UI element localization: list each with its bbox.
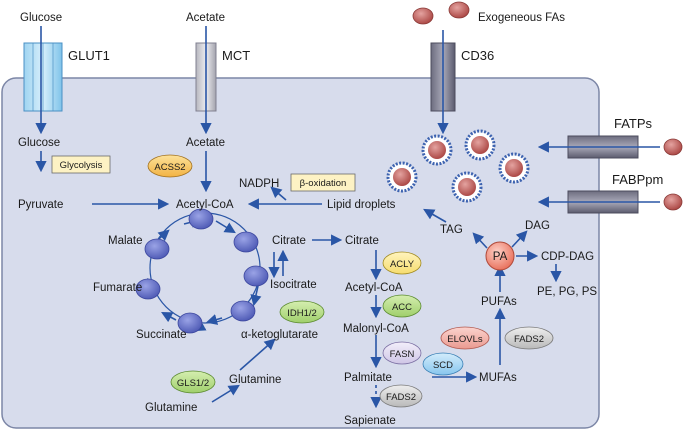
fa-molecule — [663, 138, 683, 156]
glutamine-label: Glutamine — [229, 374, 281, 386]
cd36-label: CD36 — [461, 48, 494, 63]
beta-oxidation-label: β-oxidation — [300, 178, 347, 189]
tca-node — [230, 300, 256, 322]
nadph-label: NADPH — [239, 178, 279, 190]
acetate-intracellular: Acetate — [186, 137, 225, 149]
acetyl-coa-label: Acetyl-CoA — [176, 199, 234, 211]
acc-enzyme: ACC — [382, 294, 422, 318]
fads2-top-label: FADS2 — [514, 334, 544, 345]
acc-label: ACC — [392, 302, 412, 313]
pe-pg-ps-label: PE, PG, PS — [537, 286, 597, 298]
beta-oxidation-box: β-oxidation — [290, 173, 356, 192]
alpha-kg-label: α-ketoglutarate — [241, 329, 318, 341]
palmitate-label: Palmitate — [344, 372, 392, 384]
pa-node: PA — [485, 241, 515, 271]
citrate-mito-label: Citrate — [272, 235, 306, 247]
sapienate-label: Sapienate — [344, 415, 396, 427]
lipid-droplet-cluster — [386, 129, 530, 203]
scd-label: SCD — [433, 360, 453, 371]
gls-label: GLS1/2 — [177, 378, 209, 389]
fa-molecule — [663, 193, 683, 211]
glucose-intracellular: Glucose — [18, 137, 60, 149]
tca-node — [144, 238, 170, 260]
acly-enzyme: ACLY — [382, 251, 422, 275]
idh-enzyme: IDH1/2 — [279, 300, 325, 324]
elovls-enzyme: ELOVLs — [440, 326, 490, 350]
fa-molecule — [448, 1, 470, 19]
malonyl-coa-label: Malonyl-CoA — [343, 323, 409, 335]
acss2-enzyme: ACSS2 — [147, 154, 193, 178]
acly-label: ACLY — [390, 259, 415, 270]
elovls-label: ELOVLs — [447, 334, 483, 345]
fads2-top-enzyme: FADS2 — [504, 326, 554, 350]
cdp-dag-label: CDP-DAG — [541, 251, 594, 263]
tca-node — [233, 231, 259, 253]
acetyl-coa-cyto-label: Acetyl-CoA — [345, 282, 403, 294]
succinate-label: Succinate — [136, 329, 187, 341]
glycolysis-box: Glycolysis — [51, 155, 111, 174]
tca-node — [188, 208, 214, 230]
tca-cycle — [135, 208, 269, 334]
glutamine-extracellular-label: Glutamine — [145, 402, 197, 414]
tca-node — [135, 278, 161, 300]
mct-label: MCT — [222, 48, 250, 63]
tag-label: TAG — [440, 224, 463, 236]
fabppm-label: FABPpm — [612, 172, 663, 187]
glycolysis-label: Glycolysis — [60, 160, 103, 171]
fasn-enzyme: FASN — [382, 341, 422, 365]
scd-enzyme: SCD — [422, 352, 464, 376]
lipid-droplets-label: Lipid droplets — [327, 199, 396, 211]
isocitrate-label: Isocitrate — [270, 279, 317, 291]
pufas-label: PUFAs — [481, 296, 517, 308]
pathway-arrows — [35, 26, 660, 409]
gls-enzyme: GLS1/2 — [170, 370, 216, 394]
mufas-label: MUFAs — [479, 372, 517, 384]
malate-label: Malate — [108, 235, 143, 247]
glucose-extracellular: Glucose — [20, 12, 62, 24]
idh-label: IDH1/2 — [287, 308, 317, 319]
dag-label: DAG — [525, 220, 550, 232]
glut1-label: GLUT1 — [68, 48, 110, 63]
acss2-label: ACSS2 — [154, 162, 185, 173]
fads2-bottom-enzyme: FADS2 — [379, 384, 423, 408]
pa-label: PA — [493, 251, 508, 263]
fa-molecule — [412, 7, 434, 25]
exogenous-fas-label: Exogeneous FAs — [478, 12, 565, 24]
acetate-extracellular: Acetate — [186, 12, 225, 24]
glut1-transporter — [23, 42, 63, 112]
tca-node — [177, 312, 203, 334]
pyruvate-label: Pyruvate — [18, 199, 63, 211]
tca-node — [243, 265, 269, 287]
citrate-cyto-label: Citrate — [345, 235, 379, 247]
fumarate-label: Fumarate — [93, 282, 142, 294]
fatps-label: FATPs — [614, 116, 653, 131]
fasn-label: FASN — [390, 349, 415, 360]
fads2-bottom-label: FADS2 — [386, 392, 416, 403]
